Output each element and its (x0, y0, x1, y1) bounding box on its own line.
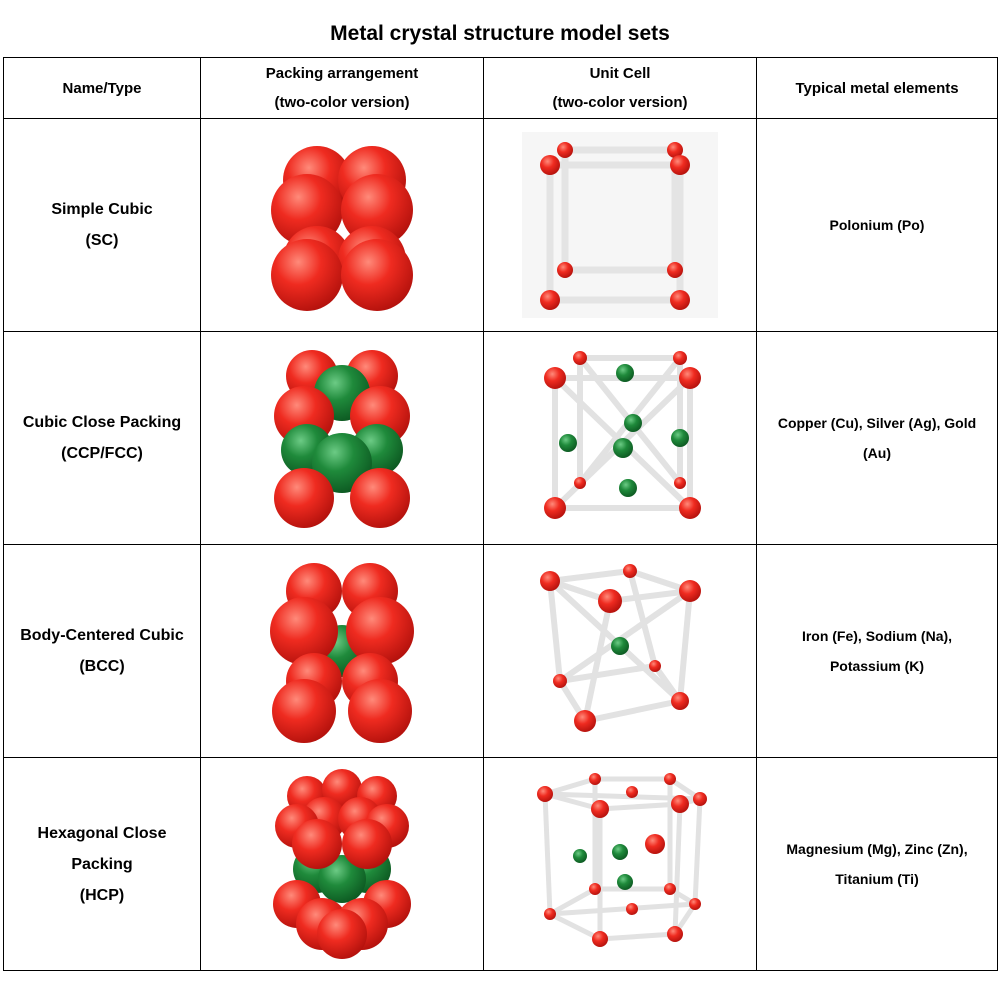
row-name-line: Simple Cubic (51, 201, 153, 218)
header-row: Name/Type Packing arrangement (two-color… (3, 57, 998, 119)
packing-image-cell (200, 544, 484, 758)
row-name-line: Body-Centered Cubic (20, 627, 184, 644)
page-title: Metal crystal structure model sets (330, 22, 670, 45)
row-name: Hexagonal Close Packing (HCP) (3, 757, 201, 971)
unit-cell-image-cell (483, 331, 757, 545)
bcc-unit-cell-image (540, 564, 701, 732)
sc-packing-model-image (271, 146, 413, 311)
bcc-packing-model-image (270, 563, 414, 743)
header-name: Name/Type (3, 57, 201, 119)
row-name-line: (BCC) (79, 658, 125, 675)
table-row: Body-Centered Cubic (BCC) (3, 544, 998, 758)
unit-cell-image-cell (483, 544, 757, 758)
unit-cell-image-cell (483, 757, 757, 971)
row-name-line: (SC) (85, 232, 119, 249)
header-elements-label: Typical metal elements (795, 79, 959, 97)
header-unit-cell: Unit Cell (two-color version) (483, 57, 757, 119)
row-elements: Magnesium (Mg), Zinc (Zn), Titanium (Ti) (756, 757, 998, 971)
header-unit-line2: (two-color version) (552, 94, 688, 111)
row-name-line: (CCP/FCC) (61, 445, 143, 462)
row-name-line: Hexagonal Close (37, 824, 167, 842)
row-elements: Polonium (Po) (756, 118, 998, 332)
header-packing: Packing arrangement (two-color version) (200, 57, 484, 119)
header-name-label: Name/Type (62, 79, 142, 97)
row-name-line: Packing (71, 855, 133, 873)
packing-image-cell (200, 757, 484, 971)
row-name: Body-Centered Cubic (BCC) (3, 544, 201, 758)
row-name-line: (HCP) (79, 886, 125, 904)
packing-image-cell (200, 118, 484, 332)
structure-table: Name/Type Packing arrangement (two-color… (3, 57, 998, 971)
table-row: Cubic Close Packing (CCP/FCC) (3, 331, 998, 545)
header-unit-line1: Unit Cell (589, 65, 651, 82)
packing-image-cell (200, 331, 484, 545)
hcp-packing-model-image (273, 769, 411, 959)
unit-cell-image-cell (483, 118, 757, 332)
table-row: Hexagonal Close Packing (HCP) (3, 757, 998, 971)
fcc-unit-cell-image (544, 351, 701, 519)
row-elements: Iron (Fe), Sodium (Na), Potassium (K) (756, 544, 998, 758)
table-row: Simple Cubic (SC) (3, 118, 998, 332)
row-name: Cubic Close Packing (CCP/FCC) (3, 331, 201, 545)
row-name-line: Cubic Close Packing (22, 414, 182, 431)
row-name: Simple Cubic (SC) (3, 118, 201, 332)
sc-unit-cell-image (522, 132, 718, 318)
header-packing-line2: (two-color version) (274, 94, 410, 111)
fcc-packing-model-image (274, 350, 410, 528)
row-elements: Copper (Cu), Silver (Ag), Gold (Au) (756, 331, 998, 545)
header-elements: Typical metal elements (756, 57, 998, 119)
header-packing-line1: Packing arrangement (265, 65, 419, 82)
hcp-unit-cell-image (537, 773, 707, 947)
